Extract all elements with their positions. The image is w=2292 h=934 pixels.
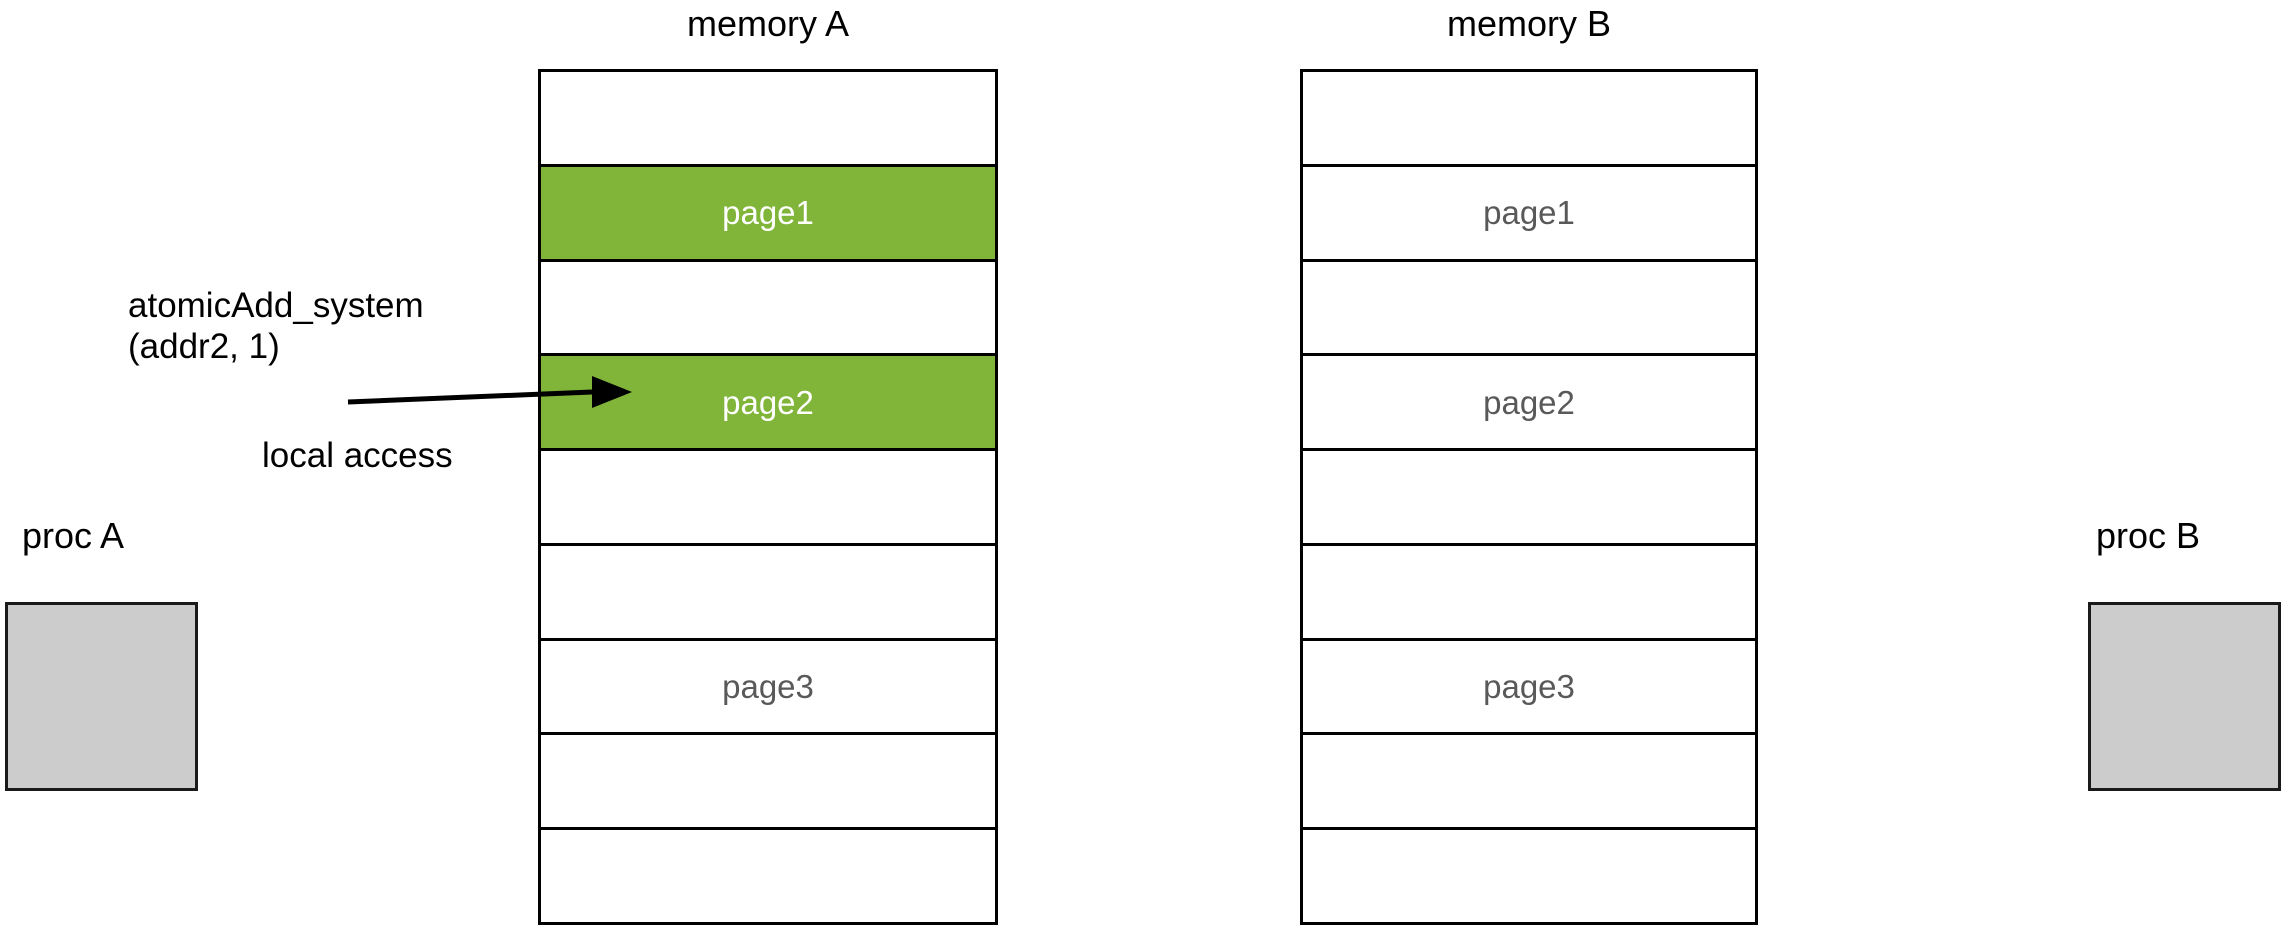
memory-a-row — [541, 261, 995, 357]
memory-a-row-label: page1 — [722, 194, 814, 232]
memory-a-row — [541, 72, 995, 167]
proc-a-label: proc A — [22, 515, 125, 556]
proc-a-box — [5, 602, 198, 791]
memory-a-row-label: page2 — [722, 383, 814, 421]
memory-b-row-label: page1 — [1483, 194, 1575, 232]
memory-a-row-label: page3 — [722, 668, 814, 706]
memory-b-row-label: page2 — [1483, 383, 1575, 421]
memory-a-row — [541, 545, 995, 641]
memory-b-title: memory B — [1446, 3, 1612, 44]
memory-b-row — [1303, 451, 1755, 546]
local-access-label: local access — [262, 436, 453, 475]
proc-b-box — [2088, 602, 2281, 791]
access-arrow-icon — [347, 376, 632, 408]
memory-b-row — [1303, 830, 1755, 923]
memory-a-row — [541, 735, 995, 831]
proc-b-label: proc B — [2096, 515, 2201, 556]
memory-b-row — [1303, 72, 1755, 167]
memory-b-row — [1303, 735, 1755, 831]
memory-a-row-page3: page3 — [541, 640, 995, 736]
memory-b-row-page1: page1 — [1303, 166, 1755, 262]
atomic-add-call-label: atomicAdd_system (addr2, 1) — [128, 286, 424, 367]
memory-b-row-page3: page3 — [1303, 640, 1755, 736]
memory-a-row-page2: page2 — [541, 356, 995, 452]
memory-a-row — [541, 451, 995, 546]
memory-b-column: page1 page2 page3 — [1300, 69, 1758, 925]
memory-a-title: memory A — [686, 3, 850, 44]
memory-b-row-label: page3 — [1483, 668, 1575, 706]
memory-b-row — [1303, 261, 1755, 357]
memory-a-row — [541, 830, 995, 923]
memory-b-row — [1303, 545, 1755, 641]
memory-b-row-page2: page2 — [1303, 356, 1755, 452]
memory-a-column: page1 page2 page3 — [538, 69, 998, 925]
memory-a-row-page1: page1 — [541, 166, 995, 262]
